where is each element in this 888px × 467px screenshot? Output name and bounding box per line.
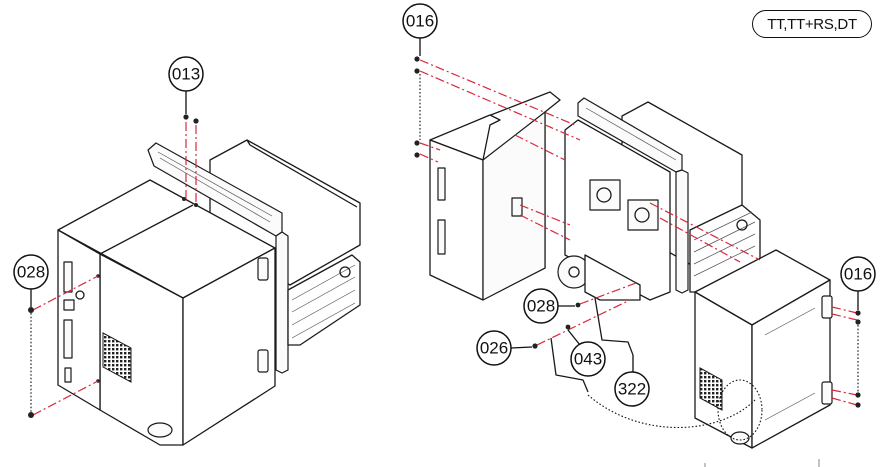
connector-serial xyxy=(63,261,73,293)
cable-322 xyxy=(594,297,634,356)
model-variant-badge: TT,TT+RS,DT xyxy=(752,10,872,38)
callout-label: 028 xyxy=(527,297,555,316)
screw-013-b xyxy=(193,118,199,124)
right-side-cover xyxy=(694,249,833,449)
screw-016-b xyxy=(414,68,420,74)
cable-route-dashed xyxy=(587,394,756,428)
callout-016-top: 016 xyxy=(402,3,438,56)
cable-322-second xyxy=(550,337,589,393)
screw-016-g xyxy=(855,392,861,398)
right-cover-hinge-top xyxy=(821,295,833,319)
callout-322: 322 xyxy=(614,355,650,407)
callout-label: 016 xyxy=(406,12,434,31)
callout-028-bracket: 028 xyxy=(523,288,575,324)
callout-label: 322 xyxy=(618,380,646,399)
connector-parallel xyxy=(63,319,73,359)
callout-016-right: 016 xyxy=(840,256,876,310)
screw-013-a xyxy=(183,114,189,120)
screw-028-b xyxy=(28,412,34,418)
washer-043 xyxy=(565,324,571,330)
callout-013: 013 xyxy=(168,56,204,114)
detail-circle xyxy=(717,379,763,441)
right-cover-side xyxy=(751,279,831,449)
cover-connector-2 xyxy=(437,219,446,255)
callout-043: 043 xyxy=(567,329,606,377)
callout-028-left: 028 xyxy=(13,254,49,307)
printer-assembled-view xyxy=(57,139,361,446)
screw-026 xyxy=(532,343,538,349)
callout-label: 043 xyxy=(574,350,602,369)
hinge-bottom xyxy=(257,349,269,373)
right-cover-vent xyxy=(699,367,723,411)
screw-016-h xyxy=(855,402,861,408)
callout-label: 013 xyxy=(172,65,200,84)
callout-label: 016 xyxy=(844,265,872,284)
callout-label: 028 xyxy=(17,263,45,282)
connector-usb xyxy=(63,299,75,311)
left-fastener-guides xyxy=(28,114,199,418)
connector-small xyxy=(64,367,72,383)
power-inlet xyxy=(147,422,173,438)
motor-1 xyxy=(589,179,621,211)
lower-bracket xyxy=(584,254,641,301)
cover-hinge-bracket xyxy=(511,197,523,217)
screw-016-f xyxy=(855,319,861,325)
callout-026: 026 xyxy=(476,330,533,366)
screw-016-e xyxy=(855,310,861,316)
callout-label: 026 xyxy=(480,339,508,358)
print-mechanism xyxy=(287,254,361,346)
screw-028-a xyxy=(28,307,34,313)
screw-028-bracket xyxy=(575,302,581,308)
screw-016-c xyxy=(414,140,420,146)
right-fastener-guides xyxy=(414,56,861,441)
screw-016-d xyxy=(414,152,420,158)
cover-connector-1 xyxy=(437,167,446,201)
front-pillar xyxy=(275,231,289,374)
vent-grille xyxy=(102,332,132,383)
right-cover-hinge-bottom xyxy=(821,381,833,405)
screw-016-a xyxy=(414,56,420,62)
front-pillar-exploded xyxy=(675,169,689,294)
printer-exploded-view xyxy=(557,97,761,301)
right-cover-inlet xyxy=(730,431,750,445)
left-side-cover xyxy=(429,91,561,301)
right-face xyxy=(182,247,276,446)
hinge-top xyxy=(257,257,269,281)
